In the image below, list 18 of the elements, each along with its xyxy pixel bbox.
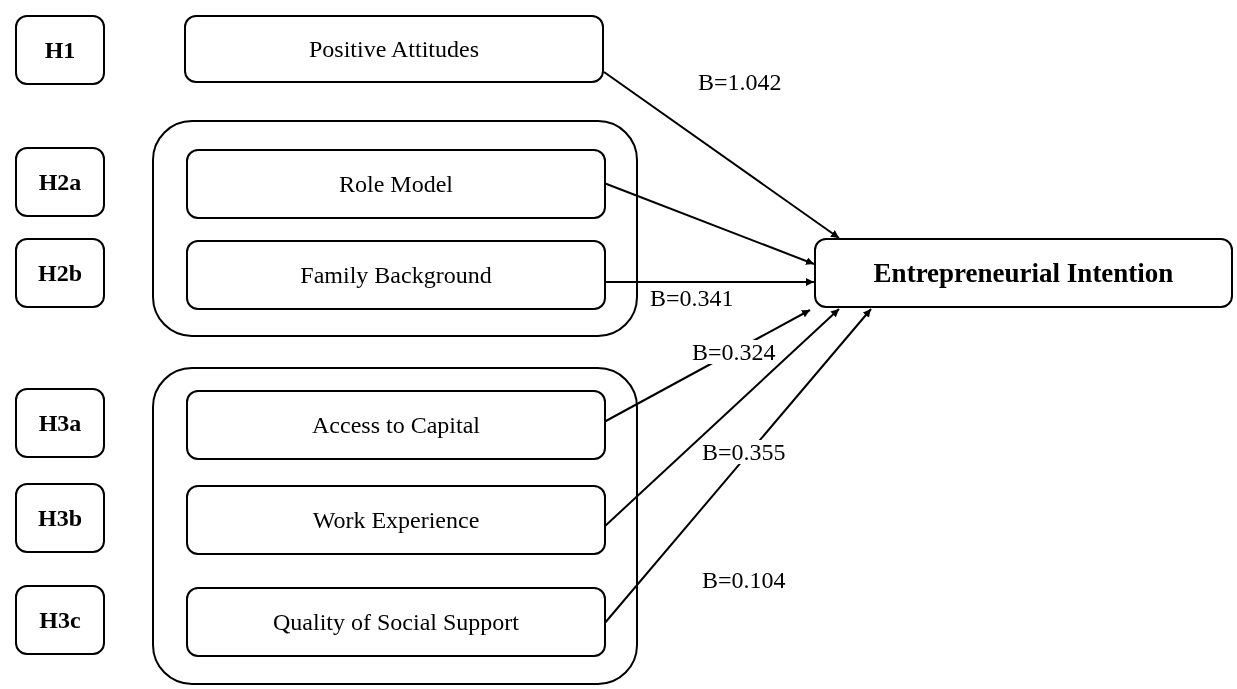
group-frame [152,120,638,337]
group-frame [152,367,638,685]
edge-label: B=0.355 [700,440,788,464]
variable-box: Positive Attitudes [184,15,604,83]
hypothesis-box: H3a [15,388,105,458]
variable-box: Role Model [186,149,606,219]
hypothesis-box: H2b [15,238,105,308]
arrow [603,71,840,239]
variable-box: Family Background [186,240,606,310]
variable-box: Access to Capital [186,390,606,460]
hypothesis-box: H2a [15,147,105,217]
hypothesis-box: H3b [15,483,105,553]
outcome-box: Entrepreneurial Intention [814,238,1233,308]
variable-box: Work Experience [186,485,606,555]
hypothesis-box: H1 [15,15,105,85]
variable-box: Quality of Social Support [186,587,606,657]
hypothesis-box: H3c [15,585,105,655]
edge-label: B=0.324 [690,340,778,364]
